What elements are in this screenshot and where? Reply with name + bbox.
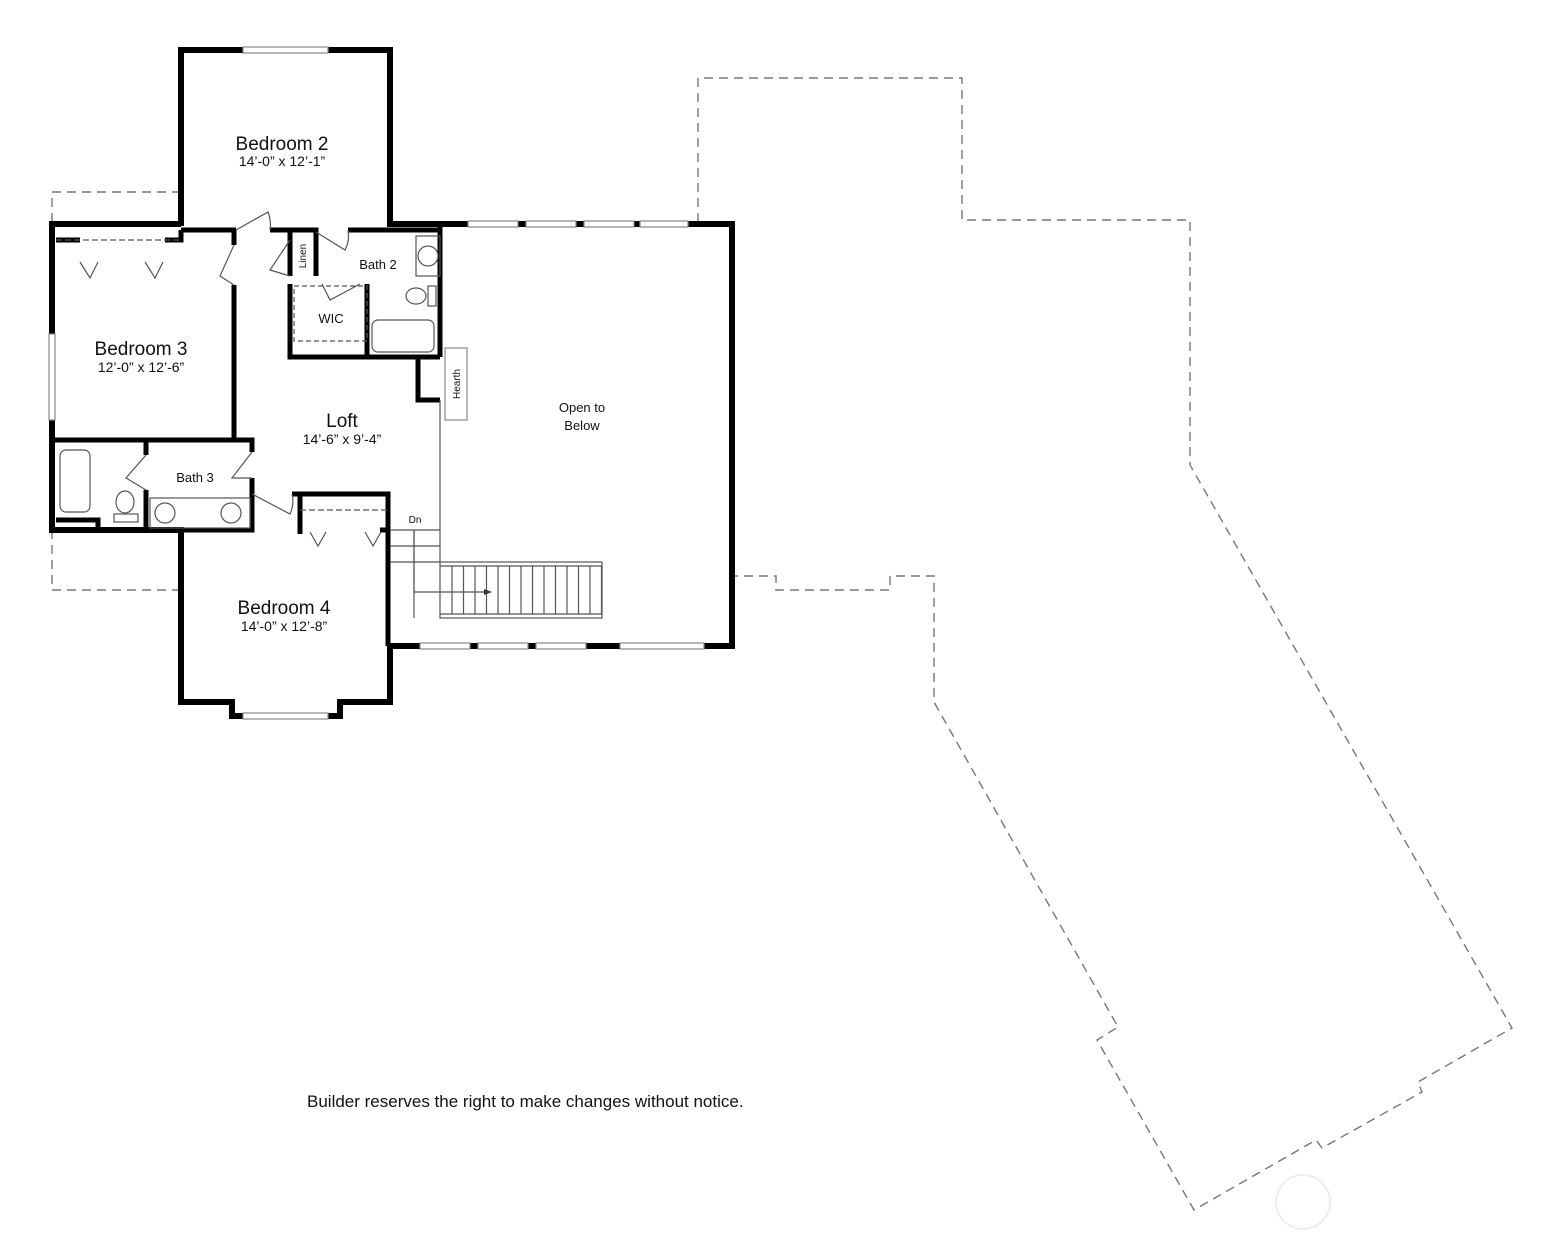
stairs-down-label: Dn [409,515,422,526]
linen-label: Linen [298,244,309,268]
bedroom4-dims: 14’-0” x 12’-8” [241,618,328,634]
bedroom3-dims: 12’-0” x 12’-6” [98,359,185,375]
lower-floor-outline [51,77,1513,1211]
open-to-below-line2: Below [564,418,600,433]
exterior-walls [49,47,735,719]
loft-dims: 14’-6” x 9’-4” [303,431,382,447]
bedroom3-name: Bedroom 3 [95,339,188,360]
bath2-label: Bath 2 [359,257,397,272]
stairs [390,529,603,619]
watermark-logo [1275,1174,1331,1230]
doors [79,211,382,548]
interior-walls [52,224,443,646]
windows [48,46,705,720]
loft-name: Loft [326,411,358,432]
disclaimer-text: Builder reserves the right to make chang… [307,1092,744,1111]
bedroom2-name: Bedroom 2 [236,134,329,155]
bedroom4-name: Bedroom 4 [238,598,331,619]
open-to-below-line1: Open to [559,400,605,415]
bedroom2-dims: 14’-0” x 12’-1” [239,153,326,169]
fixtures [59,235,468,529]
bath3-label: Bath 3 [176,470,214,485]
hearth-label: Hearth [452,369,463,399]
wic-label: WIC [318,311,343,326]
